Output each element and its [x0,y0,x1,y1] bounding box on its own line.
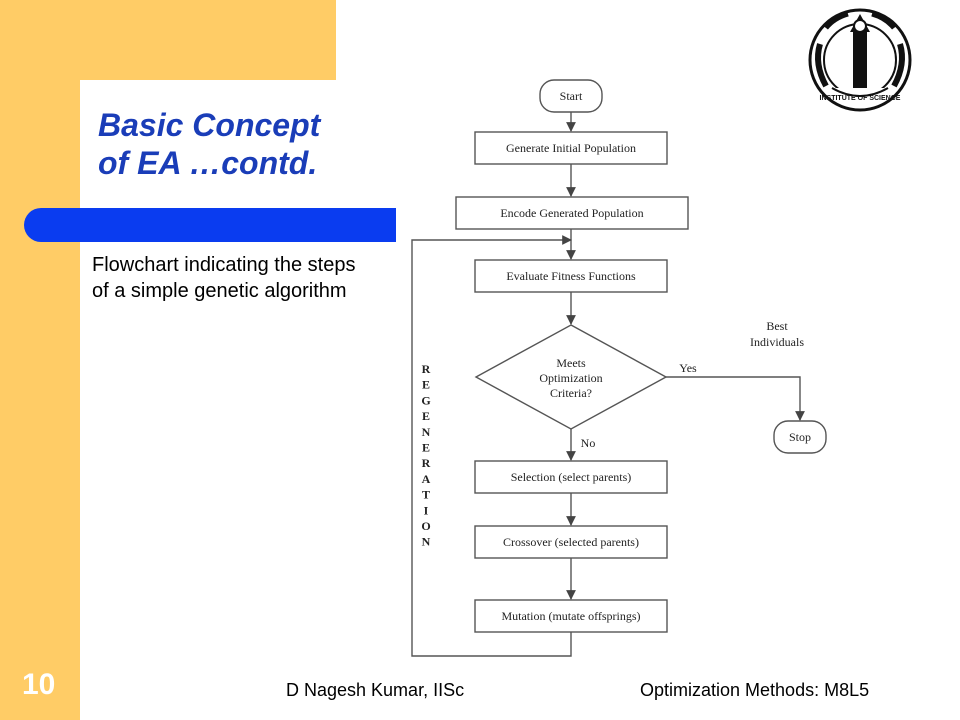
decision-label-line-1: Meets [556,356,586,370]
decision-label-line-2: Optimization [539,371,602,385]
crossover-box [474,525,668,559]
arrow-regeneration-loop [411,235,572,657]
footer-author: D Nagesh Kumar, IISc [286,680,465,700]
regeneration-letter: R [422,362,431,376]
stop-label: Stop [789,430,811,444]
selection-label: Selection (select parents) [511,470,632,484]
regeneration-letter: E [422,441,430,455]
iisc-logo-icon: INSTITUTE OF SCIENCE [808,8,912,112]
regeneration-letter: I [424,503,429,517]
regeneration-letter: E [422,378,430,392]
mutation-box [474,599,668,633]
regeneration-letter: N [422,535,431,549]
regeneration-letter: E [422,409,430,423]
regeneration-letter: R [422,456,431,470]
no-label: No [581,436,596,450]
crossover-label: Crossover (selected parents) [503,535,639,549]
encode-label: Encode Generated Population [500,206,643,220]
regeneration-letter: G [421,393,430,407]
best-label-line-2: Individuals [750,335,804,349]
generate-population-box [474,131,668,165]
evaluate-fitness-box [474,259,668,293]
yes-label: Yes [679,361,697,375]
left-accent-band [0,0,80,720]
arrow-yes-stop [666,376,805,421]
regeneration-letter: A [422,472,431,486]
slide-title-line-1: Basic Concept [98,107,321,143]
title-underline-bar [24,208,396,242]
stop-node [773,420,827,454]
best-label-line-1: Best [766,319,788,333]
regeneration-letter: T [422,488,430,502]
selection-box [474,460,668,494]
start-label: Start [560,89,583,103]
slide-title-line-2: of EA …contd. [98,145,318,181]
top-accent-band [80,0,336,80]
slide-title: Basic Concept of EA …contd. [98,106,320,182]
regeneration-letter: N [422,425,431,439]
mutation-label: Mutation (mutate offsprings) [501,609,640,623]
regeneration-letter: O [421,519,430,533]
decision-label-line-3: Criteria? [550,386,592,400]
encode-population-box [455,196,689,230]
ga-flowchart: Start Generate Initial Population Encode… [411,79,827,657]
generate-label: Generate Initial Population [506,141,636,155]
evaluate-label: Evaluate Fitness Functions [506,269,636,283]
logo-text: INSTITUTE OF SCIENCE [820,95,901,102]
slide-number: 10 [22,668,56,701]
footer-course: Optimization Methods: M8L5 [640,680,870,700]
slide-description: Flowchart indicating the steps of a simp… [92,254,356,302]
